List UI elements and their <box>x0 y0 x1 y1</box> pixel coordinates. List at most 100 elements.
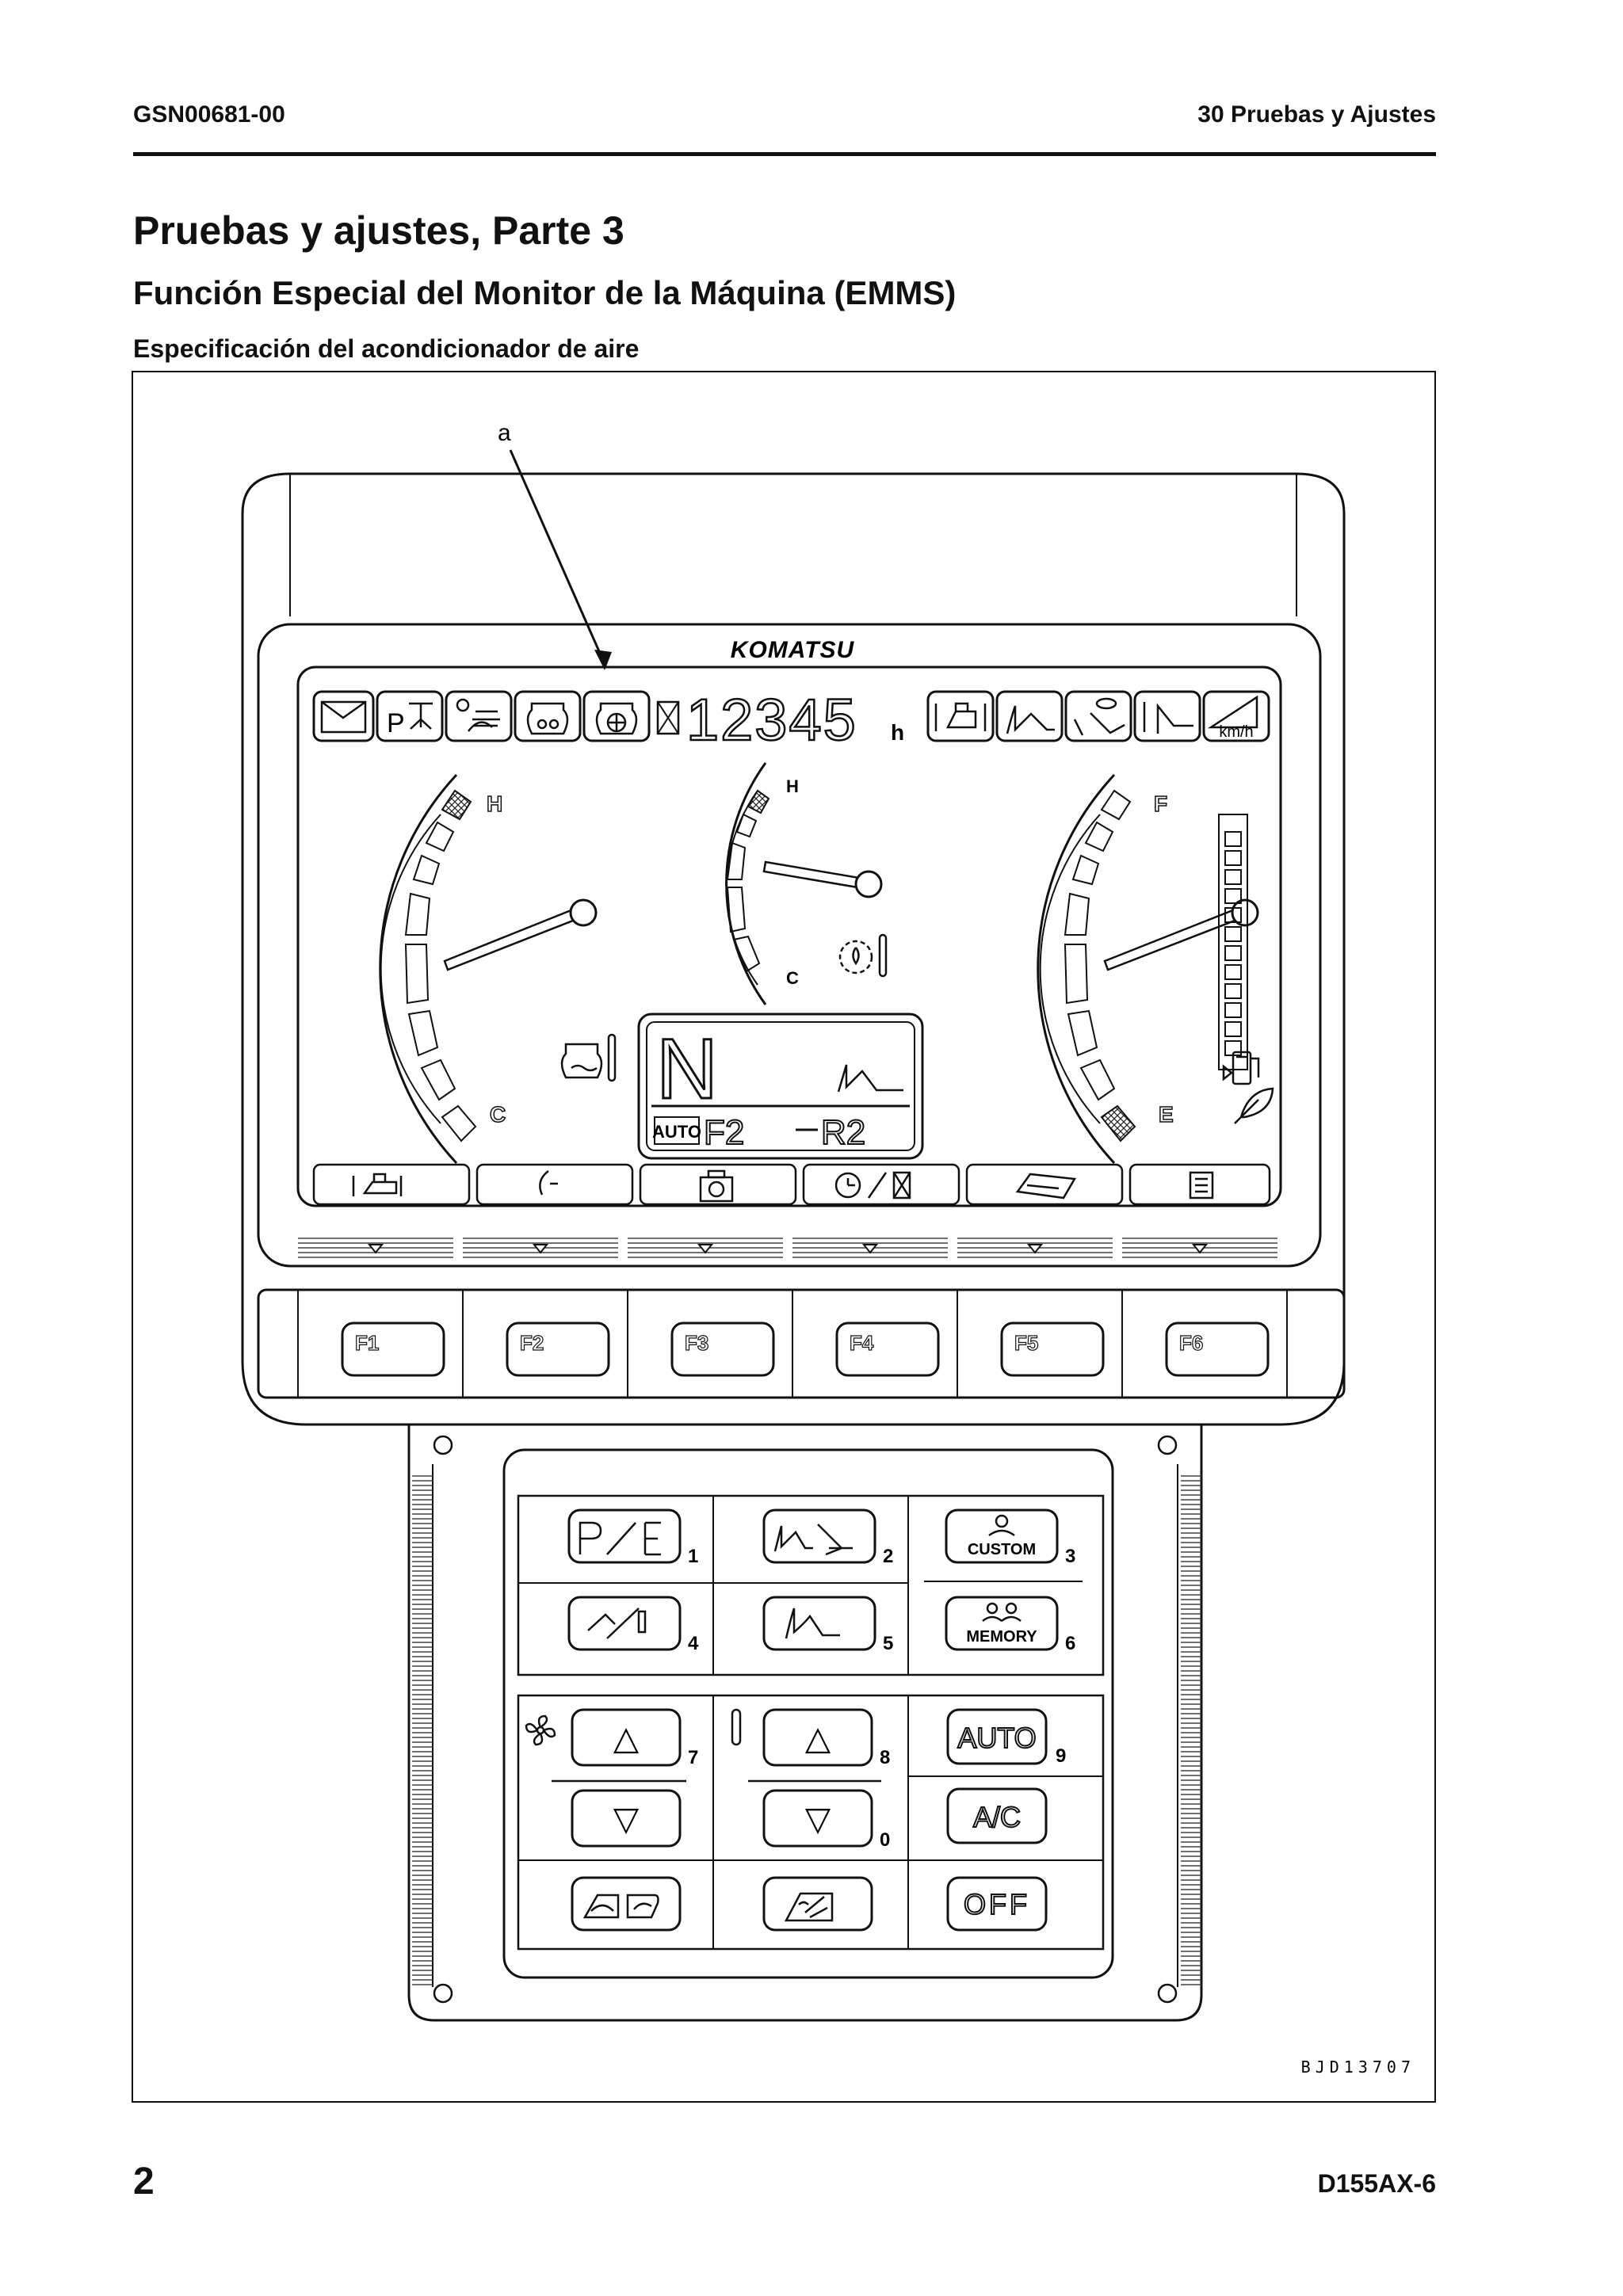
function-key-f5[interactable]: F5 <box>1000 1322 1105 1377</box>
speed-unit: km/h <box>1219 723 1253 741</box>
callout-line <box>509 449 606 665</box>
auto-shift-switch[interactable]: 4 <box>567 1596 699 1654</box>
gauge-right-empty: E <box>1159 1102 1174 1127</box>
fan-down-arrow: ▽ <box>613 1800 640 1837</box>
shift-mode: AUTO <box>652 1122 701 1142</box>
page-title: Pruebas y ajustes, Parte 3 <box>133 208 624 253</box>
hourglass-icon <box>656 700 680 735</box>
monitor-figure: a KOMATSU P 12345 h <box>241 420 1415 2077</box>
right-connector-strip <box>1181 1472 1201 1987</box>
monitor-housing <box>241 472 1346 1426</box>
temp-down-arrow: ▽ <box>805 1800 831 1837</box>
off-label: OFF <box>964 1888 1030 1920</box>
doc-code: GSN00681-00 <box>133 101 285 128</box>
power-mode-icon: P <box>387 708 405 738</box>
gauge-right-full: F <box>1154 791 1167 816</box>
ac-off-button[interactable]: OFF <box>946 1876 1048 1932</box>
fan-icon <box>525 1714 556 1746</box>
temp-up-number: 8 <box>880 1747 890 1768</box>
coolant-temperature-gauge: H C <box>379 773 617 1165</box>
fan-air-icon <box>456 698 500 732</box>
coolant-temp-icon <box>560 1033 617 1082</box>
figure-id: BJD13707 <box>1301 2058 1415 2077</box>
custom-switch[interactable]: CUSTOM 3 <box>945 1508 1075 1567</box>
clock-calendar-icon <box>834 1171 911 1199</box>
gauge-left-low: C <box>490 1102 506 1127</box>
power-mode-switch[interactable]: 1 <box>567 1508 698 1567</box>
camera-icon <box>699 1169 734 1203</box>
recirc-fresh-icon <box>582 1894 659 1919</box>
switch-3-number: 3 <box>1065 1546 1075 1567</box>
forward-gear: F2 <box>704 1113 744 1152</box>
vent-mode-button[interactable] <box>762 1876 873 1932</box>
ripper-pitch-softkey-icon <box>352 1173 403 1196</box>
panel-screw-holes <box>433 1435 1178 2004</box>
temperature-down-button[interactable]: ▽ 0 <box>762 1789 890 1851</box>
function-key-f3[interactable]: F3 <box>670 1322 775 1377</box>
f3-label: F3 <box>685 1331 708 1355</box>
f2-label: F2 <box>520 1331 544 1355</box>
dozer-mode-switch-icon <box>785 1608 840 1639</box>
recirc-fresh-air-button[interactable] <box>571 1876 682 1932</box>
gear-display: N AUTO F2 R2 <box>637 1013 924 1160</box>
gauge-segment-hot-center <box>747 789 770 814</box>
function-key-f2[interactable]: F2 <box>506 1322 610 1377</box>
switch-1-number: 1 <box>688 1546 698 1567</box>
gear-range: N <box>656 1020 718 1116</box>
key-indicator-grille <box>298 1238 1277 1258</box>
speed-icon <box>1207 695 1258 729</box>
switch-5-number: 5 <box>883 1633 893 1654</box>
operators-icon <box>982 1602 1022 1622</box>
page-number: 2 <box>133 2161 155 2203</box>
eco-leaf-icon <box>1234 1087 1274 1124</box>
switch-panel-housing <box>407 1425 1203 2022</box>
operator-icon <box>995 1514 1009 1528</box>
temp-down-number: 0 <box>880 1829 890 1851</box>
ac-auto-button[interactable]: AUTO 9 <box>946 1708 1066 1767</box>
thermometer-icon <box>731 1708 742 1746</box>
gauge-segment-empty <box>1100 1104 1136 1142</box>
switch-4-number: 4 <box>688 1633 699 1654</box>
brand-logo: KOMATSU <box>731 637 855 663</box>
ac-label: A/C <box>973 1801 1021 1833</box>
work-mode-icon <box>837 1064 903 1093</box>
work-mode-switch[interactable]: 2 <box>762 1508 893 1567</box>
left-connector-strip <box>412 1472 433 1987</box>
service-meter: 12345 <box>686 687 857 753</box>
memory-switch[interactable]: MEMORY 6 <box>945 1596 1075 1654</box>
fan-reverse-icon <box>595 702 638 735</box>
work-mode-switch-icon <box>773 1524 853 1556</box>
figure-frame <box>132 371 1436 2103</box>
fan-up-number: 7 <box>688 1747 698 1768</box>
blade-tilt-icon <box>1073 697 1125 736</box>
fuel-icon <box>1222 1051 1260 1085</box>
ac-compressor-button[interactable]: A/C <box>946 1787 1048 1844</box>
temperature-up-button[interactable]: △ 8 <box>762 1708 890 1768</box>
gauge-center-low: C <box>786 968 799 988</box>
engine-preheat-icon <box>526 702 569 735</box>
function-key-f4[interactable]: F4 <box>835 1322 940 1377</box>
function-key-f6[interactable]: F6 <box>1165 1322 1270 1377</box>
oil-temp-icon <box>838 933 888 978</box>
gauge-center-high: H <box>786 776 799 796</box>
gauge-switch-icon <box>539 1170 558 1196</box>
lcd-softkey-row <box>312 1163 1271 1206</box>
callout-arrowhead <box>594 650 612 670</box>
dozer-mode-icon <box>1006 705 1055 734</box>
fan-speed-down-button[interactable]: ▽ <box>571 1789 682 1848</box>
page-subtitle: Función Especial del Monitor de la Máqui… <box>133 274 957 311</box>
lcd-screen <box>296 666 1282 1207</box>
switch-2-number: 2 <box>883 1546 893 1567</box>
callout-label: a <box>498 420 511 446</box>
function-key-f1[interactable]: F1 <box>341 1322 445 1377</box>
status-icon-row: P 12345 h <box>312 686 1270 753</box>
custom-label: CUSTOM <box>968 1541 1036 1558</box>
dozer-mode-switch[interactable]: 5 <box>762 1596 893 1654</box>
auto-number: 9 <box>1056 1745 1066 1767</box>
gauge-segment-hot <box>441 789 472 821</box>
auto-shift-switch-icon <box>587 1608 647 1639</box>
fan-speed-up-button[interactable]: △ 7 <box>571 1708 698 1768</box>
vent-mode-icon <box>784 1892 834 1922</box>
air-conditioner-block <box>517 1694 1105 1951</box>
ripper-pitch-icon <box>934 702 987 731</box>
